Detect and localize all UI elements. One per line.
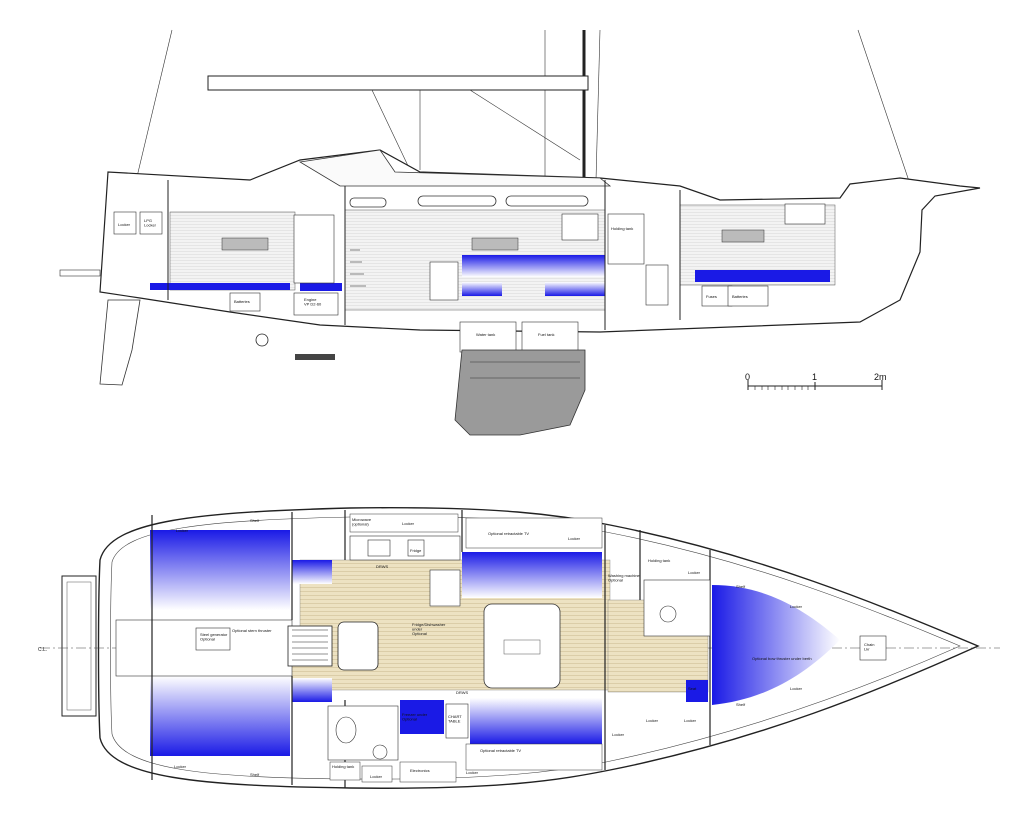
label-electronics: Electronics <box>410 768 430 773</box>
label-drws-bottom: DRWS <box>456 690 468 695</box>
propeller <box>255 333 269 347</box>
cl-label: C.L. <box>38 647 47 653</box>
label-water-tank: Water tank <box>476 332 495 337</box>
saloon-settee-stbd <box>470 698 602 744</box>
deckhouse <box>298 149 612 187</box>
label-locker-mid-top: Locker <box>568 536 581 541</box>
label-holding-tank-side: Holding tank <box>611 226 633 231</box>
forestay <box>857 29 913 191</box>
label-locker-mid-bottom: Locker <box>646 718 659 723</box>
scale-tick-0: 0 <box>745 372 750 382</box>
label-batteries-aft: Batteries <box>234 299 250 304</box>
label-fuel-tank: Fuel tank <box>538 332 554 337</box>
label-optional-stern-thruster: Optional stern thruster <box>232 628 272 633</box>
label-optional-tv-top: Optional retractable TV <box>488 531 529 536</box>
scale-tick-1: 1 <box>812 372 817 382</box>
cushion-fwd-side <box>695 270 830 282</box>
saloon-settee-port <box>462 552 602 598</box>
label-holding-tank-top: Holding tank <box>648 558 670 563</box>
label-locker-aft-top: Locker <box>176 528 189 533</box>
scale-tick-2m: 2m <box>874 372 887 382</box>
chart-table <box>445 703 469 739</box>
steel-generator <box>195 627 231 651</box>
keel <box>454 349 586 436</box>
label-locker-bow-top: Locker <box>790 604 803 609</box>
label-locker-fwd-bottom: Locker <box>790 686 803 691</box>
head-fwd <box>643 579 711 637</box>
label-locker-bow-bottom: Locker <box>684 718 697 723</box>
engine-plan <box>287 625 333 667</box>
label-locker-aft-bottom: Locker <box>174 764 187 769</box>
label-fuses: Fuses <box>706 294 717 299</box>
aft-berth-port <box>150 530 290 610</box>
fwd-berth <box>712 585 840 705</box>
rudder <box>99 299 141 386</box>
label-optional-bow-thruster: Optional bow thruster under berth <box>752 656 812 661</box>
label-shelf-top: Shelf <box>250 518 260 523</box>
galley-counter <box>349 535 461 561</box>
interior-aft <box>169 211 296 291</box>
scale-bar: 0 1 2m <box>745 372 887 390</box>
label-fridge: Fridge <box>410 548 422 553</box>
label-shelf-fwd-bottom: Shelf <box>736 702 746 707</box>
label-shelf-bottom: Shelf <box>250 772 260 777</box>
label-seat: Seat <box>688 686 697 691</box>
cushion-saloon-side <box>462 255 605 277</box>
cushion-aft-side <box>150 283 290 290</box>
label-microwave: Microwave(optional) <box>352 517 372 526</box>
label-locker-side: Locker <box>118 222 131 227</box>
label-locker-nav-bottom: Locker <box>466 770 479 775</box>
label-optional-tv-bottom: Optional retractable TV <box>480 748 521 753</box>
label-locker-galley: Locker <box>402 521 415 526</box>
boom <box>207 75 589 91</box>
label-locker-head-bottom: Locker <box>370 774 383 779</box>
label-shelf-fwd-top: Shelf <box>736 584 746 589</box>
aft-berth-stbd <box>150 676 290 756</box>
plan-view: C.L. <box>38 507 1000 789</box>
label-locker-fwd-top: Locker <box>688 570 701 575</box>
label-batteries-fwd: Batteries <box>732 294 748 299</box>
label-locker-mid-bottom2: Locker <box>612 732 625 737</box>
label-drws-top: DRWS <box>376 564 388 569</box>
label-holding-tank-bottom: Holding tank <box>332 764 354 769</box>
